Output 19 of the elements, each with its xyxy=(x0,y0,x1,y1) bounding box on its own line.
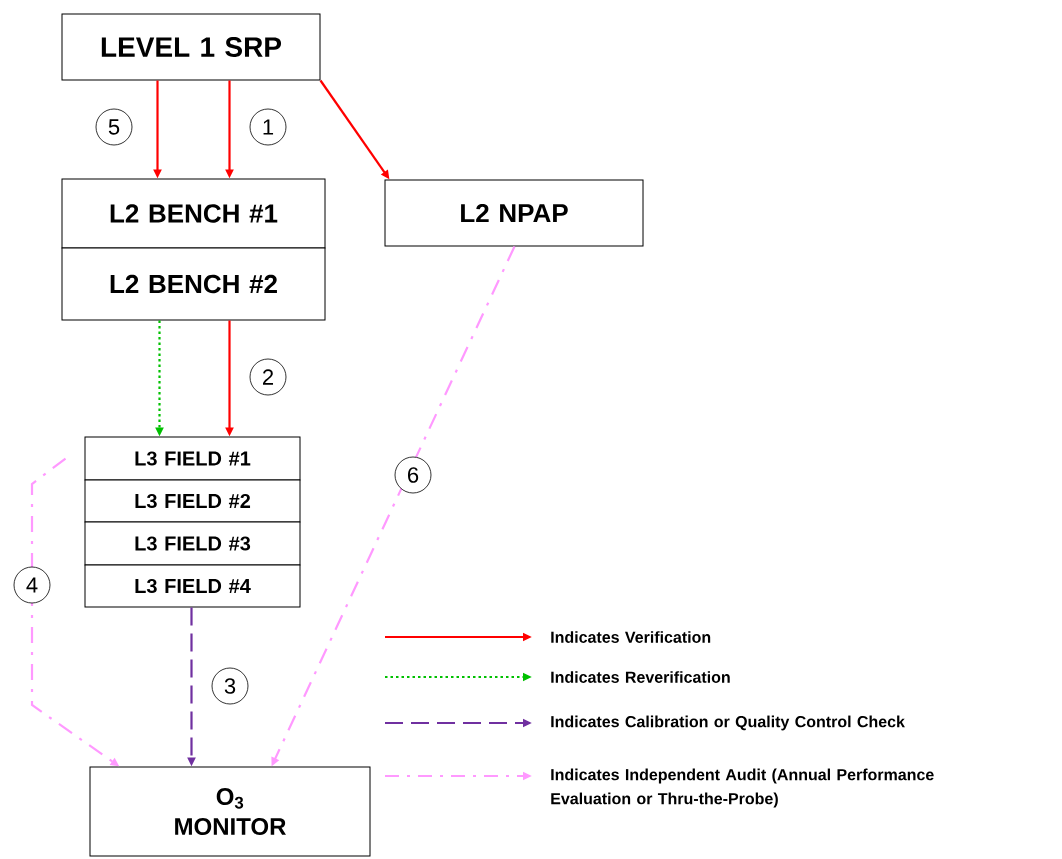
edge-label: 1 xyxy=(249,108,287,146)
edge-label: 2 xyxy=(249,358,287,396)
process-box: LEVEL 1 SRP xyxy=(61,13,321,81)
edge-label: 6 xyxy=(394,456,432,494)
process-box: L3 FIELD #4 xyxy=(84,564,301,608)
legend-text: Indicates Calibration or Quality Control Check xyxy=(551,715,905,731)
process-box: L2 BENCH #1 xyxy=(61,178,326,249)
process-box: O$_{3}$ MONITOR xyxy=(89,766,371,857)
edge-label: 5 xyxy=(95,108,133,146)
legend-text: Indicates Independent Audit (Annual Performance Evaluation or Thru-the-Probe) xyxy=(551,768,934,808)
legend-text: Indicates Verification xyxy=(551,631,711,643)
legend-text: Indicates Reverification xyxy=(551,671,730,683)
process-box: L2 BENCH #2 xyxy=(61,247,326,321)
process-box: L3 FIELD #3 xyxy=(84,521,301,566)
edge-label: 3 xyxy=(211,667,249,705)
process-box: L3 FIELD #1 xyxy=(84,436,301,481)
process-box: L3 FIELD #2 xyxy=(84,479,301,523)
process-box: L2 NPAP xyxy=(384,179,644,247)
edge-label: 4 xyxy=(13,566,51,604)
